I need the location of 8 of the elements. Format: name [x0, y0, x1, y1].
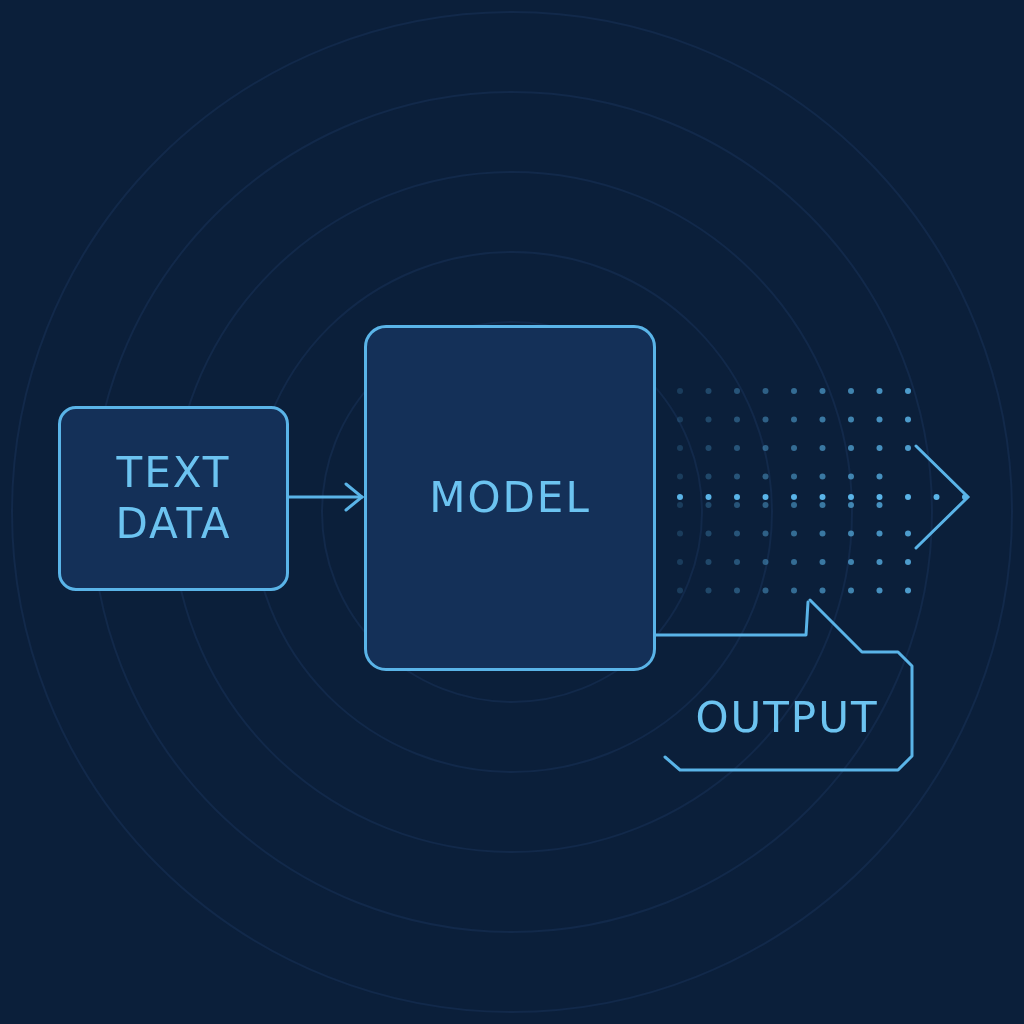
arrow	[287, 482, 364, 512]
node-label: TEXT DATA	[114, 448, 233, 549]
dotted-arrow	[677, 444, 971, 550]
process-box	[58, 406, 289, 591]
node-label: MODEL	[429, 472, 591, 524]
node-label: OUTPUT	[695, 692, 879, 743]
process-box	[364, 325, 656, 671]
connector-line	[654, 600, 810, 637]
